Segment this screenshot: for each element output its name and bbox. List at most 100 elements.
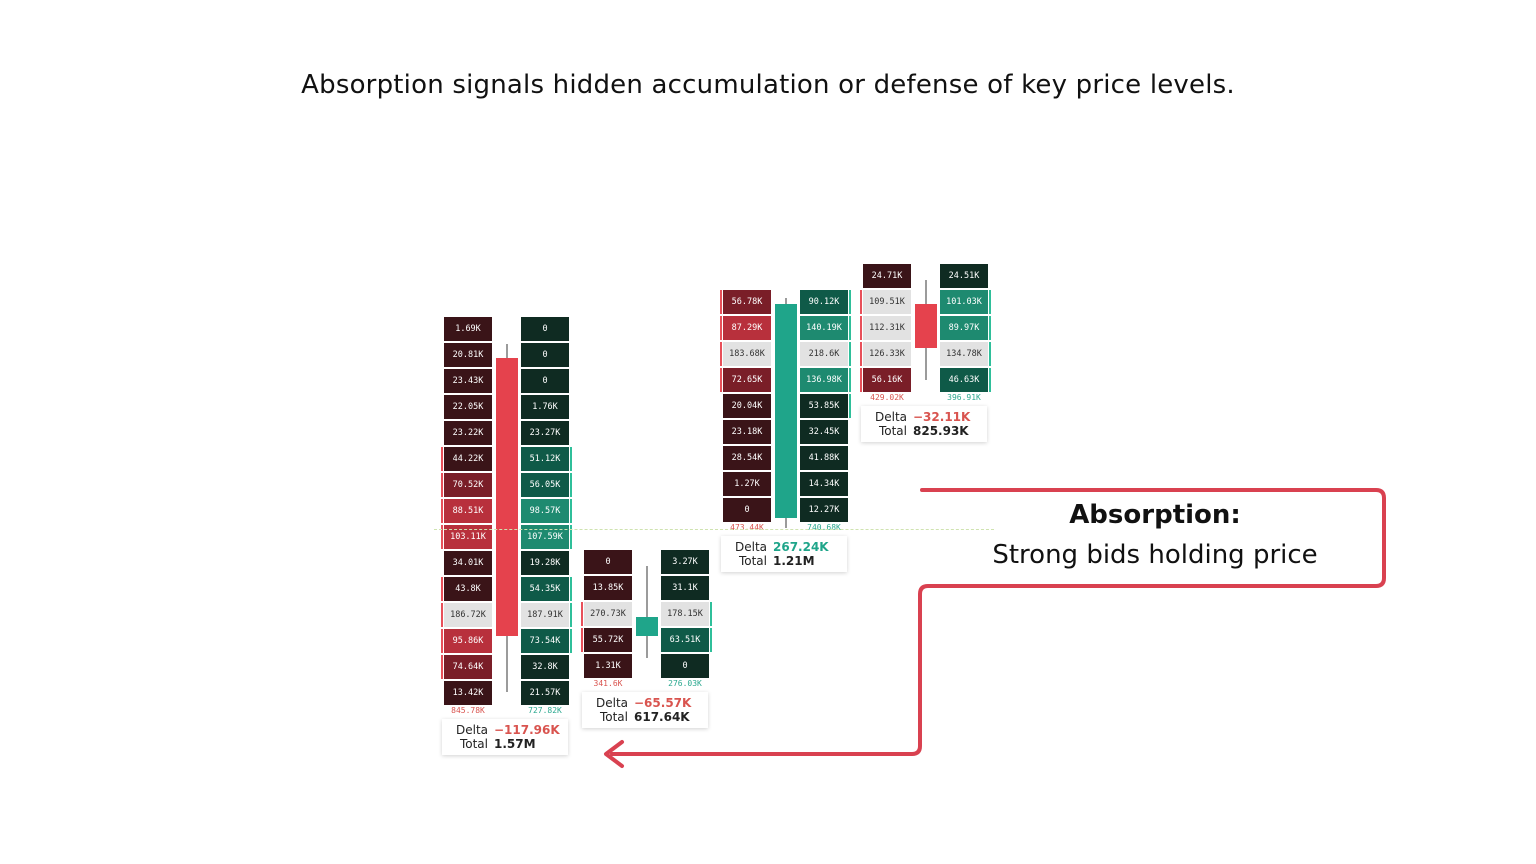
bid-imbalance-marker [860, 368, 862, 392]
delta-label: Delta [734, 540, 767, 554]
ask-cell: 187.91K [521, 603, 569, 627]
delta-value: −117.96K [494, 723, 560, 737]
bid-imbalance-marker [441, 447, 443, 471]
ask-cell: 178.15K [661, 602, 709, 626]
ask-cell: 53.85K [800, 394, 848, 418]
bid-cell: 186.72K [444, 603, 492, 627]
ask-cell: 24.51K [940, 264, 988, 288]
bid-cell: 88.51K [444, 499, 492, 523]
ask-cell: 32.45K [800, 420, 848, 444]
delta-row: Delta−32.11K [869, 410, 979, 424]
bid-cell: 20.81K [444, 343, 492, 367]
delta-label: Delta [874, 410, 907, 424]
ask-imbalance-marker [849, 368, 851, 392]
bid-cell: 23.18K [723, 420, 771, 444]
total-value: 1.57M [494, 737, 536, 751]
callout-title: Absorption: [1069, 500, 1241, 530]
total-row: Total 1.21M [729, 554, 839, 568]
total-value: 1.21M [773, 554, 815, 568]
bid-imbalance-marker [720, 316, 722, 340]
bid-cell: 183.68K [723, 342, 771, 366]
ask-cell: 54.35K [521, 577, 569, 601]
ask-imbalance-marker [570, 525, 572, 549]
poc-line [434, 529, 994, 530]
ask-imbalance-marker [989, 316, 991, 340]
bid-total: 341.6K [593, 679, 623, 688]
callout-arrow-head [604, 740, 624, 768]
total-label: Total [599, 710, 628, 724]
ask-cell: 134.78K [940, 342, 988, 366]
ask-imbalance-marker [570, 629, 572, 653]
ask-total: 740.68K [807, 523, 841, 532]
bid-cell: 1.69K [444, 317, 492, 341]
callout-arrow-line [610, 488, 1386, 756]
delta-total-box: Delta 267.24K Total 1.21M [721, 536, 847, 572]
bid-cell: 13.85K [584, 576, 632, 600]
ask-cell: 0 [661, 654, 709, 678]
bid-cell: 70.52K [444, 473, 492, 497]
bid-cell: 56.16K [863, 368, 911, 392]
ask-cell: 218.6K [800, 342, 848, 366]
bid-total: 845.78K [451, 706, 485, 715]
ask-cell: 23.27K [521, 421, 569, 445]
callout-text: Absorption: Strong bids holding price [930, 500, 1380, 570]
bid-cell: 109.51K [863, 290, 911, 314]
ask-imbalance-marker [849, 342, 851, 366]
ask-imbalance-marker [570, 603, 572, 627]
ask-imbalance-marker [570, 577, 572, 601]
bid-imbalance-marker [581, 602, 583, 626]
bid-imbalance-marker [441, 603, 443, 627]
bid-total: 473.44K [730, 523, 764, 532]
candle-body [496, 358, 518, 636]
ask-imbalance-marker [849, 394, 851, 418]
bid-cell: 0 [723, 498, 771, 522]
ask-cell: 0 [521, 317, 569, 341]
ask-cell: 98.57K [521, 499, 569, 523]
bid-imbalance-marker [441, 499, 443, 523]
total-label: Total [738, 554, 767, 568]
ask-imbalance-marker [989, 368, 991, 392]
candle-wick [646, 566, 648, 658]
bid-cell: 43.8K [444, 577, 492, 601]
delta-value: 267.24K [773, 540, 829, 554]
bid-cell: 56.78K [723, 290, 771, 314]
bid-cell: 28.54K [723, 446, 771, 470]
ask-imbalance-marker [570, 499, 572, 523]
bid-imbalance-marker [720, 342, 722, 366]
bid-cell: 1.27K [723, 472, 771, 496]
ask-cell: 89.97K [940, 316, 988, 340]
bid-cell: 22.05K [444, 395, 492, 419]
ask-cell: 3.27K [661, 550, 709, 574]
delta-label: Delta [595, 696, 628, 710]
bid-imbalance-marker [720, 290, 722, 314]
ask-cell: 51.12K [521, 447, 569, 471]
bid-cell: 87.29K [723, 316, 771, 340]
bid-imbalance-marker [581, 628, 583, 652]
candle-body [636, 617, 658, 636]
delta-value: −65.57K [634, 696, 692, 710]
bid-imbalance-marker [441, 655, 443, 679]
bid-cell: 95.86K [444, 629, 492, 653]
bid-imbalance-marker [441, 525, 443, 549]
ask-cell: 14.34K [800, 472, 848, 496]
bid-imbalance-marker [441, 577, 443, 601]
ask-imbalance-marker [710, 602, 712, 626]
callout-subtitle: Strong bids holding price [992, 540, 1318, 570]
bid-total: 429.02K [870, 393, 904, 402]
bid-imbalance-marker [860, 316, 862, 340]
ask-cell: 90.12K [800, 290, 848, 314]
ask-cell: 101.03K [940, 290, 988, 314]
candle-body [915, 304, 937, 348]
ask-cell: 0 [521, 343, 569, 367]
delta-row: Delta−117.96K [450, 723, 560, 737]
ask-cell: 1.76K [521, 395, 569, 419]
bid-cell: 72.65K [723, 368, 771, 392]
ask-imbalance-marker [570, 447, 572, 471]
bid-cell: 23.43K [444, 369, 492, 393]
bid-cell: 0 [584, 550, 632, 574]
ask-cell: 63.51K [661, 628, 709, 652]
